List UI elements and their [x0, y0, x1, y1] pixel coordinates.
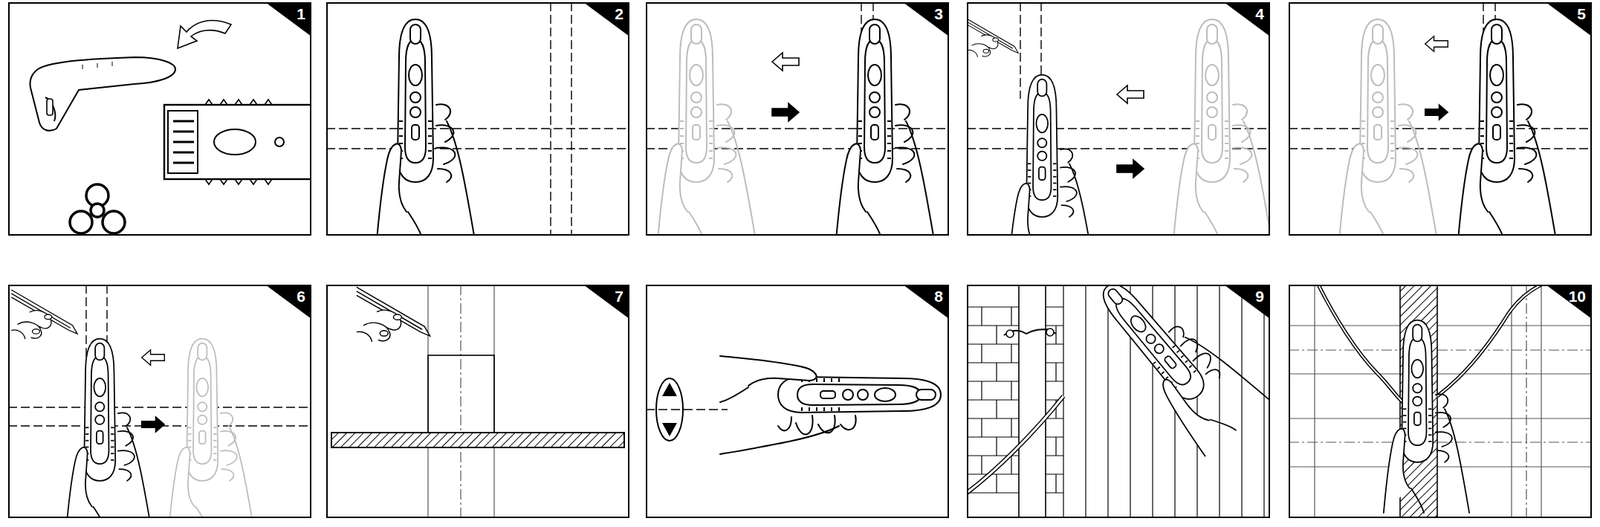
step-number: 1: [296, 5, 306, 22]
step-number: 8: [934, 288, 944, 304]
step-number: 6: [296, 288, 306, 304]
step-number: 10: [1568, 288, 1586, 304]
step-number: 7: [614, 288, 624, 304]
step-number: 5: [1576, 5, 1586, 22]
step-number: 2: [614, 5, 624, 22]
step-number: 3: [934, 5, 944, 22]
step-number: 9: [1255, 288, 1265, 304]
step-number: 4: [1255, 5, 1265, 22]
